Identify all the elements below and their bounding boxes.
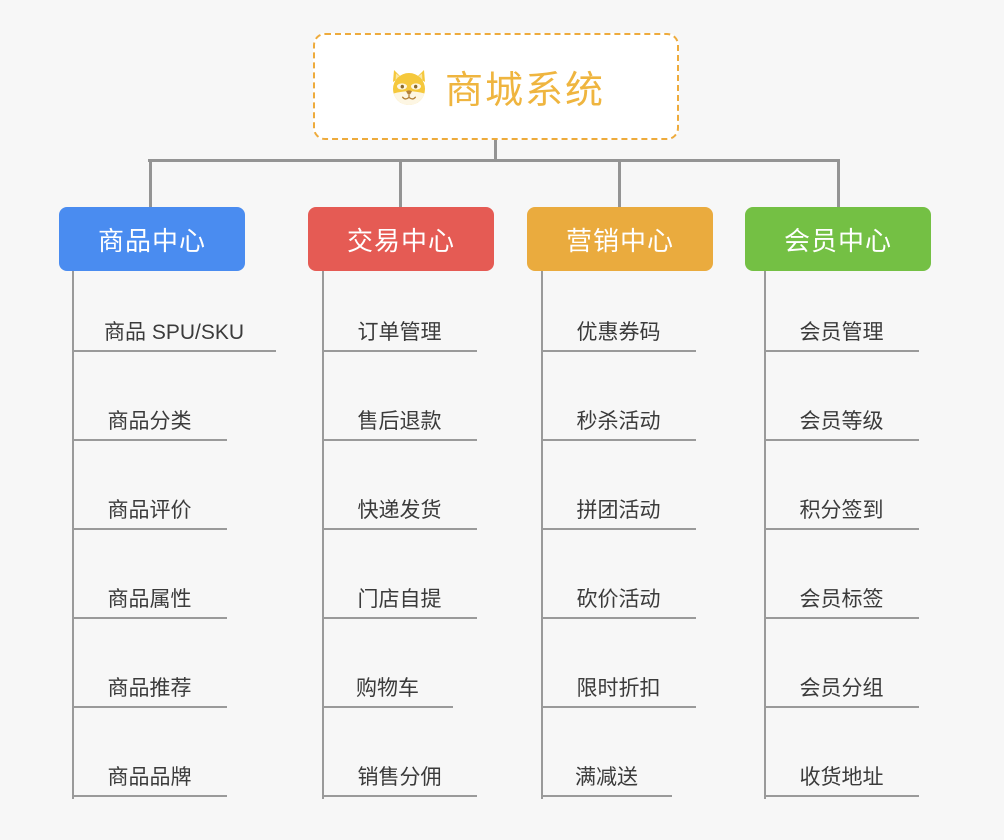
leaf-label: 会员管理 xyxy=(799,320,884,344)
leaf-label: 商品 SPU/SKU xyxy=(103,320,245,344)
branch-spine-1 xyxy=(72,271,74,799)
leaf-item[interactable]: 商品评价 xyxy=(72,470,227,530)
leaf-label: 购物车 xyxy=(356,676,419,700)
branch-header-marketing-center[interactable]: 营销中心 xyxy=(527,207,713,271)
leaf-label: 商品评价 xyxy=(107,498,192,522)
leaf-label: 销售分佣 xyxy=(357,765,442,789)
leaf-item[interactable]: 会员分组 xyxy=(764,648,919,708)
leaf-label: 拼团活动 xyxy=(576,498,661,522)
leaf-item[interactable]: 商品分类 xyxy=(72,381,227,441)
leaf-item[interactable]: 购物车 xyxy=(322,648,453,708)
leaf-label: 商品属性 xyxy=(107,587,192,611)
leaf-item[interactable]: 会员等级 xyxy=(764,381,919,441)
connector-root-vertical xyxy=(494,140,497,162)
leaf-label: 门店自提 xyxy=(357,587,442,611)
leaf-item[interactable]: 商品 SPU/SKU xyxy=(72,292,276,352)
branch-spine-2 xyxy=(322,271,324,799)
branch-header-label: 商品中心 xyxy=(97,225,206,256)
leaf-item[interactable]: 限时折扣 xyxy=(541,648,696,708)
leaf-item[interactable]: 商品属性 xyxy=(72,559,227,619)
leaf-label: 售后退款 xyxy=(357,409,442,433)
connector-branch-drop-4 xyxy=(837,159,840,207)
connector-branch-drop-2 xyxy=(399,159,402,207)
leaf-item[interactable]: 售后退款 xyxy=(322,381,477,441)
leaf-label: 快递发货 xyxy=(357,498,442,522)
leaf-label: 秒杀活动 xyxy=(576,409,661,433)
leaf-label: 会员标签 xyxy=(799,587,884,611)
leaf-item[interactable]: 积分签到 xyxy=(764,470,919,530)
leaf-item[interactable]: 会员管理 xyxy=(764,292,919,352)
leaf-item[interactable]: 门店自提 xyxy=(322,559,477,619)
connector-branch-drop-3 xyxy=(618,159,621,207)
leaf-label: 收货地址 xyxy=(799,765,884,789)
leaf-item[interactable]: 商品推荐 xyxy=(72,648,227,708)
branch-header-label: 会员中心 xyxy=(783,225,892,256)
leaf-item[interactable]: 快递发货 xyxy=(322,470,477,530)
leaf-item[interactable]: 订单管理 xyxy=(322,292,477,352)
leaf-label: 限时折扣 xyxy=(576,676,661,700)
leaf-item[interactable]: 拼团活动 xyxy=(541,470,696,530)
leaf-item[interactable]: 收货地址 xyxy=(764,737,919,797)
leaf-item[interactable]: 会员标签 xyxy=(764,559,919,619)
branch-spine-3 xyxy=(541,271,543,799)
leaf-label: 会员分组 xyxy=(799,676,884,700)
leaf-label: 积分签到 xyxy=(799,498,884,522)
leaf-label: 商品品牌 xyxy=(107,765,192,789)
leaf-item[interactable]: 满减送 xyxy=(541,737,672,797)
root-title: 商城系统 xyxy=(444,70,605,112)
leaf-item[interactable]: 销售分佣 xyxy=(322,737,477,797)
leaf-label: 砍价活动 xyxy=(576,587,661,611)
connector-horizontal-bus xyxy=(148,159,840,162)
shiba-dog-face-icon xyxy=(387,65,431,109)
branch-spine-4 xyxy=(764,271,766,799)
branch-header-trade-center[interactable]: 交易中心 xyxy=(308,207,494,271)
root-node[interactable]: 商城系统 xyxy=(313,33,679,140)
branch-header-label: 营销中心 xyxy=(565,225,674,256)
branch-header-product-center[interactable]: 商品中心 xyxy=(59,207,245,271)
leaf-label: 满减送 xyxy=(575,765,638,789)
leaf-item[interactable]: 秒杀活动 xyxy=(541,381,696,441)
connector-branch-drop-1 xyxy=(149,159,152,207)
leaf-label: 商品分类 xyxy=(107,409,192,433)
leaf-label: 会员等级 xyxy=(799,409,884,433)
leaf-label: 订单管理 xyxy=(357,320,442,344)
branch-header-label: 交易中心 xyxy=(346,225,455,256)
leaf-item[interactable]: 砍价活动 xyxy=(541,559,696,619)
branch-header-member-center[interactable]: 会员中心 xyxy=(745,207,931,271)
leaf-label: 商品推荐 xyxy=(107,676,192,700)
leaf-item[interactable]: 优惠券码 xyxy=(541,292,696,352)
leaf-label: 优惠券码 xyxy=(576,320,661,344)
leaf-item[interactable]: 商品品牌 xyxy=(72,737,227,797)
